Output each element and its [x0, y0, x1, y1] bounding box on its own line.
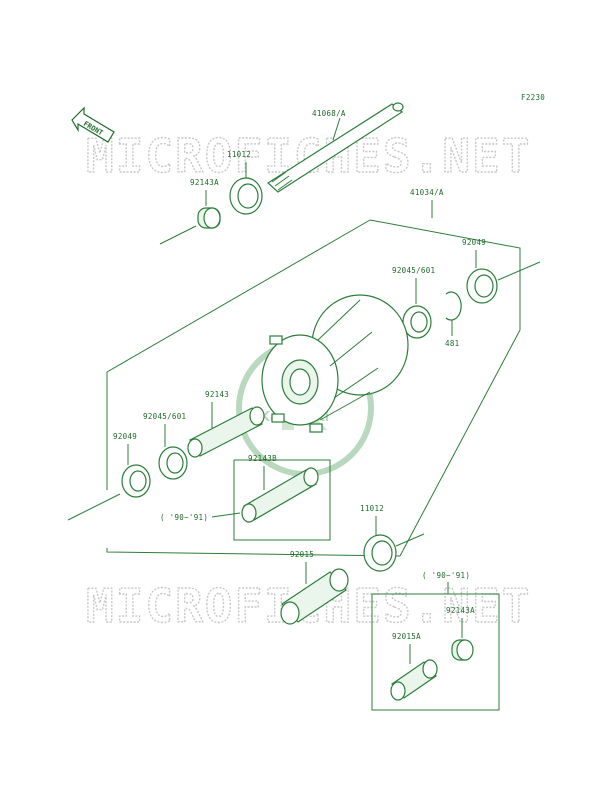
leader-alt-note	[211, 512, 241, 518]
label-collar-left: 92143	[205, 390, 229, 399]
label-bearing-right: 92045/601	[392, 266, 435, 275]
hub-box-right-diag	[399, 329, 521, 557]
inset-box	[371, 593, 500, 711]
inset-collar-part	[451, 639, 474, 661]
bearing-bottom-part	[363, 534, 397, 572]
seal-right-part	[466, 268, 498, 304]
inset-note: ( '90~'91)	[422, 571, 470, 580]
watermark-top: MICROFICHES.NET	[86, 129, 531, 183]
axle-part	[267, 102, 404, 193]
hub-box-top	[369, 219, 521, 272]
axis-line-top	[159, 225, 197, 245]
hub-box-left	[106, 219, 371, 490]
label-bearing-bottom: 11012	[360, 504, 384, 513]
bearing-top-part	[229, 177, 263, 215]
inset-nut-part	[390, 659, 438, 701]
label-circlip: 481	[445, 339, 459, 348]
label-seal-left: 92049	[113, 432, 137, 441]
label-inset-nut: 92015A	[392, 632, 421, 641]
hub-part	[261, 294, 409, 433]
axis-line-right	[497, 261, 541, 281]
collar-top-part	[197, 207, 221, 229]
bearing-left-part	[158, 446, 188, 480]
alt-spacer-part	[241, 467, 319, 523]
seal-left-part	[121, 464, 151, 498]
leader-axle	[332, 117, 341, 141]
diagram-code: F2230	[521, 93, 545, 102]
label-inset-collar: 92143A	[446, 606, 475, 615]
label-bearing-top: 11012	[227, 150, 251, 159]
collar-left-part	[187, 406, 265, 458]
axis-line-bottom	[395, 533, 425, 547]
label-hub: 41034/A	[410, 188, 444, 197]
label-alt-spacer: 92143B	[248, 454, 277, 463]
label-collar-top: 92143A	[190, 178, 219, 187]
label-axle-nut: 92015	[290, 550, 314, 559]
axle-nut-part	[280, 568, 349, 625]
hub-box-bottom	[106, 548, 401, 557]
axis-line-left	[67, 493, 121, 521]
label-axle: 41068/A	[312, 109, 346, 118]
alt-spacer-note: ( '90~'91)	[160, 513, 208, 522]
circlip-part	[445, 291, 462, 321]
alt-spacer-box	[233, 459, 331, 541]
label-bearing-left: 92045/601	[143, 412, 186, 421]
label-seal-right: 92049	[462, 238, 486, 247]
